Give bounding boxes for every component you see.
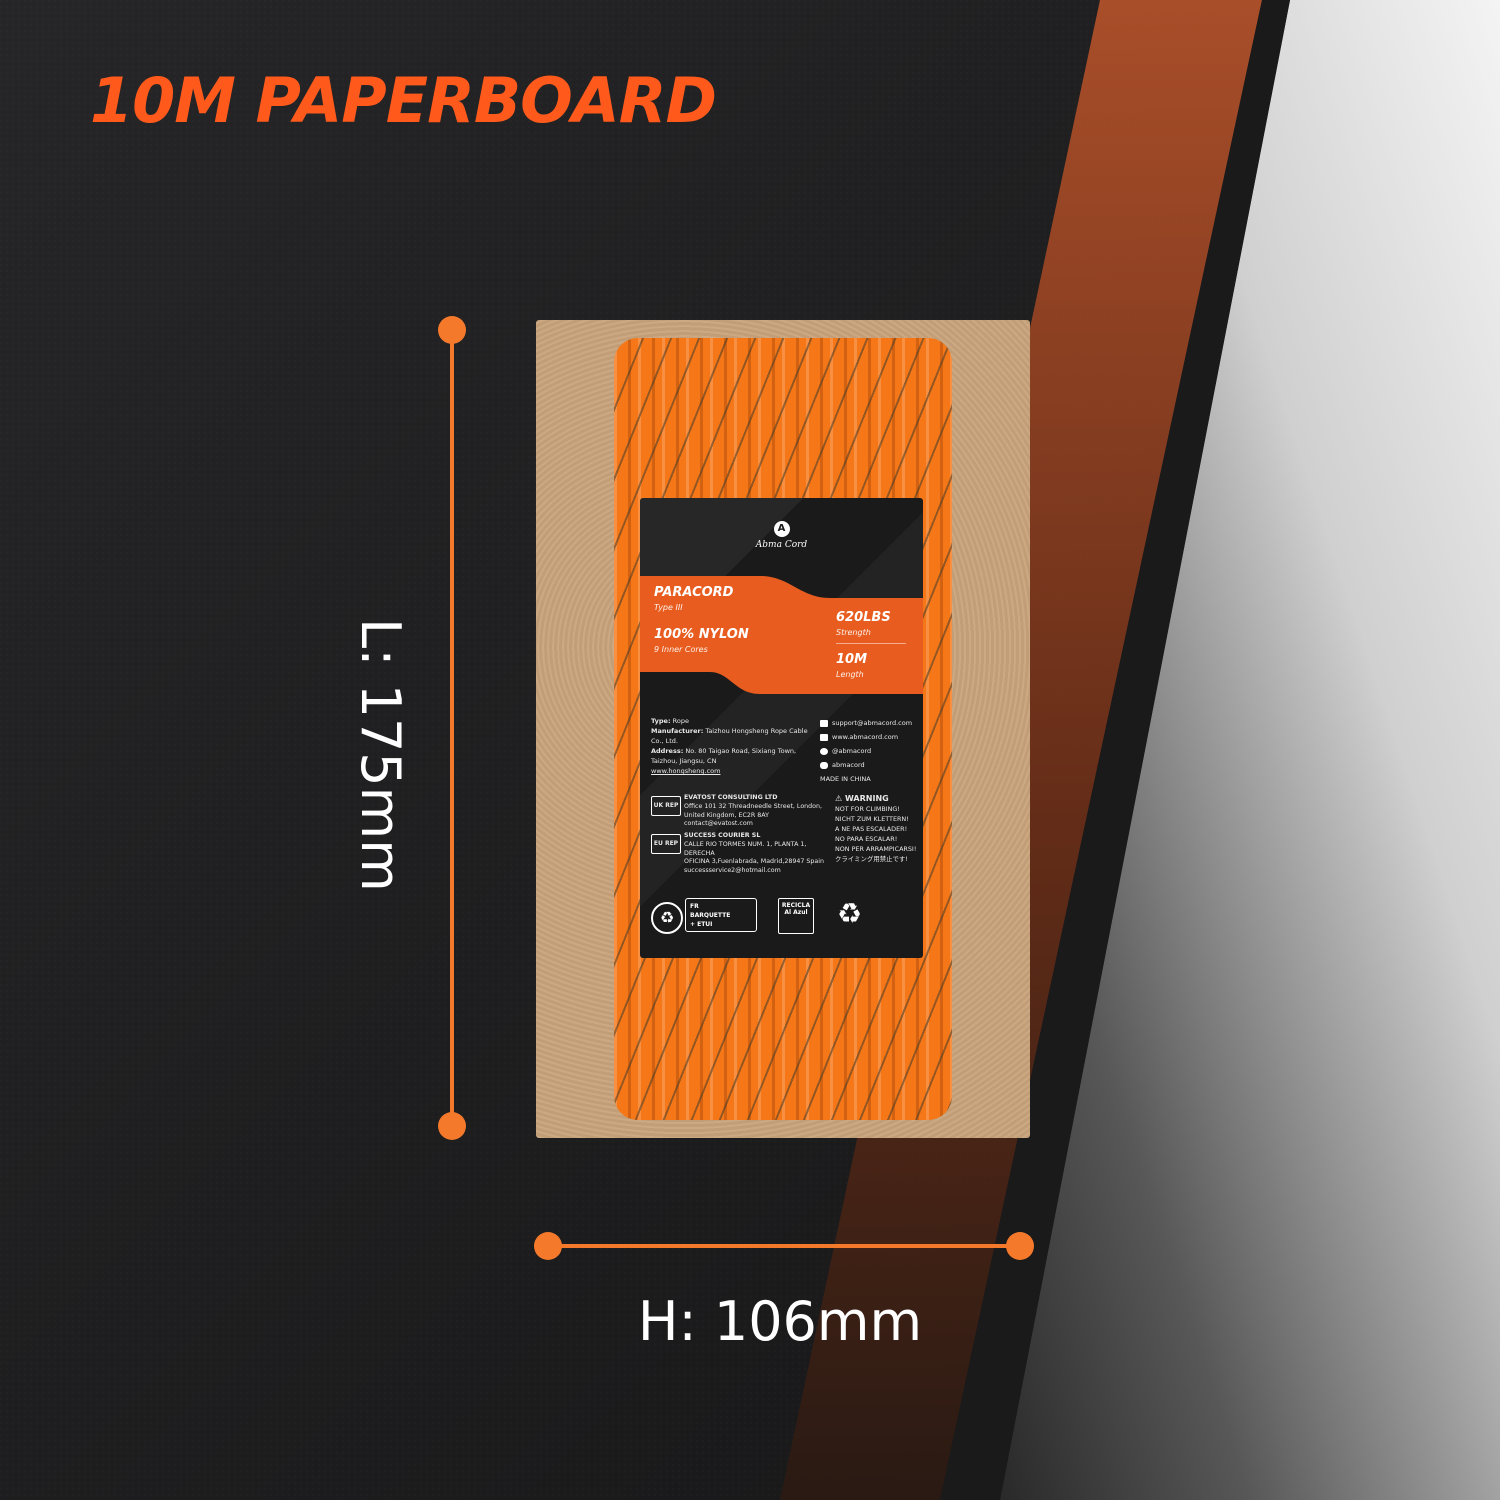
recicla-text: RECICLA <box>781 902 811 909</box>
eu-rep-line3: successservice2@hotmail.com <box>684 867 781 875</box>
height-dimension-line <box>548 1244 1020 1248</box>
length-dimension-start-dot <box>438 316 466 344</box>
product-label: A Abma Cord PARACORD Type III 100% NYLON… <box>640 498 923 958</box>
type-key: Type: <box>651 717 671 725</box>
warning-line: NICHT ZUM KLETTERN! <box>835 815 909 823</box>
warning-line: クライミング用禁止です! <box>835 855 908 863</box>
contact-email: support@abmacord.com <box>832 719 913 727</box>
uk-rep-company: EVATOST CONSULTING LTD <box>684 794 778 801</box>
etui-text: + ETUI <box>690 921 713 928</box>
length-caption: Length <box>836 670 864 679</box>
uk-rep-tag: UK REP <box>651 796 681 816</box>
height-dimension-label: H: 106mm <box>637 1290 923 1353</box>
length-dimension-line <box>450 330 454 1126</box>
product-name: PARACORD <box>654 585 734 600</box>
warning-line: A NE PAS ESCALADER! <box>835 825 908 833</box>
length-dimension-label: L: 175mm <box>349 618 412 892</box>
social-icon <box>820 761 828 769</box>
triman-icon: ♻ <box>651 902 683 934</box>
manufacturer-value: Taizhou Hongsheng Rope Cable Co., Ltd. <box>651 727 808 745</box>
eu-rep-block: EU REP SUCCESS COURIER SL CALLE RIO TORM… <box>651 832 826 876</box>
strength-value: 620LBS <box>836 610 891 625</box>
strength-caption: Strength <box>836 628 871 637</box>
contact-facebook: @abmacord <box>832 747 872 755</box>
eu-rep-line1: CALLE RIO TORMES NUM. 1, PLANTA 1, DEREC… <box>684 840 807 857</box>
eu-rep-company: SUCCESS COURIER SL <box>684 832 761 839</box>
address-value: No. 80 Taigao Road, Sixiang Town, Taizho… <box>651 747 797 765</box>
manufacturer-key: Manufacturer: <box>651 727 704 735</box>
contact-web: www.abmacord.com <box>832 733 899 741</box>
silver-stripe <box>1000 0 1500 1500</box>
headline: 10M PAPERBOARD <box>90 64 717 137</box>
manufacturer-website: www.hongsheng.com <box>651 767 721 775</box>
height-dimension-start-dot <box>534 1232 562 1260</box>
climbing-warning: ⚠ WARNING NOT FOR CLIMBING! NICHT ZUM KL… <box>835 794 920 864</box>
length-dimension-end-dot <box>438 1112 466 1140</box>
length-value: 10M <box>836 652 868 667</box>
facebook-icon <box>820 747 828 755</box>
material: 100% NYLON <box>654 627 749 642</box>
mail-icon <box>820 719 828 727</box>
barquette-text: BARQUETTE <box>690 912 731 919</box>
height-dimension-end-dot <box>1006 1232 1034 1260</box>
logo-mark-icon: A <box>773 521 790 537</box>
contact-social: abmacord <box>832 761 865 769</box>
warning-title: WARNING <box>844 794 889 803</box>
spec-band-shape <box>640 576 923 694</box>
recycle-icon: ♻ <box>837 897 863 930</box>
eu-rep-tag: EU REP <box>651 834 681 854</box>
warning-line: NOT FOR CLIMBING! <box>835 805 900 813</box>
disposal-icons: ♻ FR BARQUETTE + ETUI RECICLA Al Azul ♻ <box>651 898 916 938</box>
address-key: Address: <box>651 747 684 755</box>
origin: MADE IN CHINA <box>820 775 871 783</box>
al-azul-text: Al Azul <box>784 909 808 916</box>
sorting-info-icon: FR BARQUETTE + ETUI <box>685 898 757 932</box>
warning-triangle-icon: ⚠ <box>835 794 843 803</box>
label-pattern <box>640 498 923 958</box>
warning-line: NO PARA ESCALAR! <box>835 835 898 843</box>
brand-contacts: support@abmacord.com www.abmacord.com @a… <box>820 716 920 786</box>
uk-rep-line1: Office 101 32 Threadneedle Street, Londo… <box>684 802 823 810</box>
brand-name: Abma Cord <box>755 540 808 550</box>
warning-line: NON PER ARRAMPICARSI! <box>835 845 917 853</box>
type-value: Rope <box>672 717 689 725</box>
spec-divider <box>836 643 906 644</box>
product-type: Type III <box>654 603 683 612</box>
home-icon <box>820 733 828 741</box>
brand-logo: A Abma Cord <box>640 516 923 550</box>
spec-band-fill <box>640 576 923 694</box>
recicla-icon: RECICLA Al Azul <box>778 898 814 934</box>
eu-rep-line2: OFICINA 3,Fuenlabrada, Madrid,28947 Spai… <box>684 858 825 866</box>
inner-cores: 9 Inner Cores <box>654 645 708 654</box>
uk-rep-line2: United Kingdom, EC2R 8AY <box>684 811 769 819</box>
spec-band: PARACORD Type III 100% NYLON 9 Inner Cor… <box>640 576 923 694</box>
fr-tag: FR <box>690 903 699 910</box>
uk-rep-line3: contact@evatost.com <box>684 820 753 828</box>
uk-rep-block: UK REP EVATOST CONSULTING LTD Office 101… <box>651 794 826 829</box>
manufacturer-info: Type: Rope Manufacturer: Taizhou Hongshe… <box>651 716 821 776</box>
